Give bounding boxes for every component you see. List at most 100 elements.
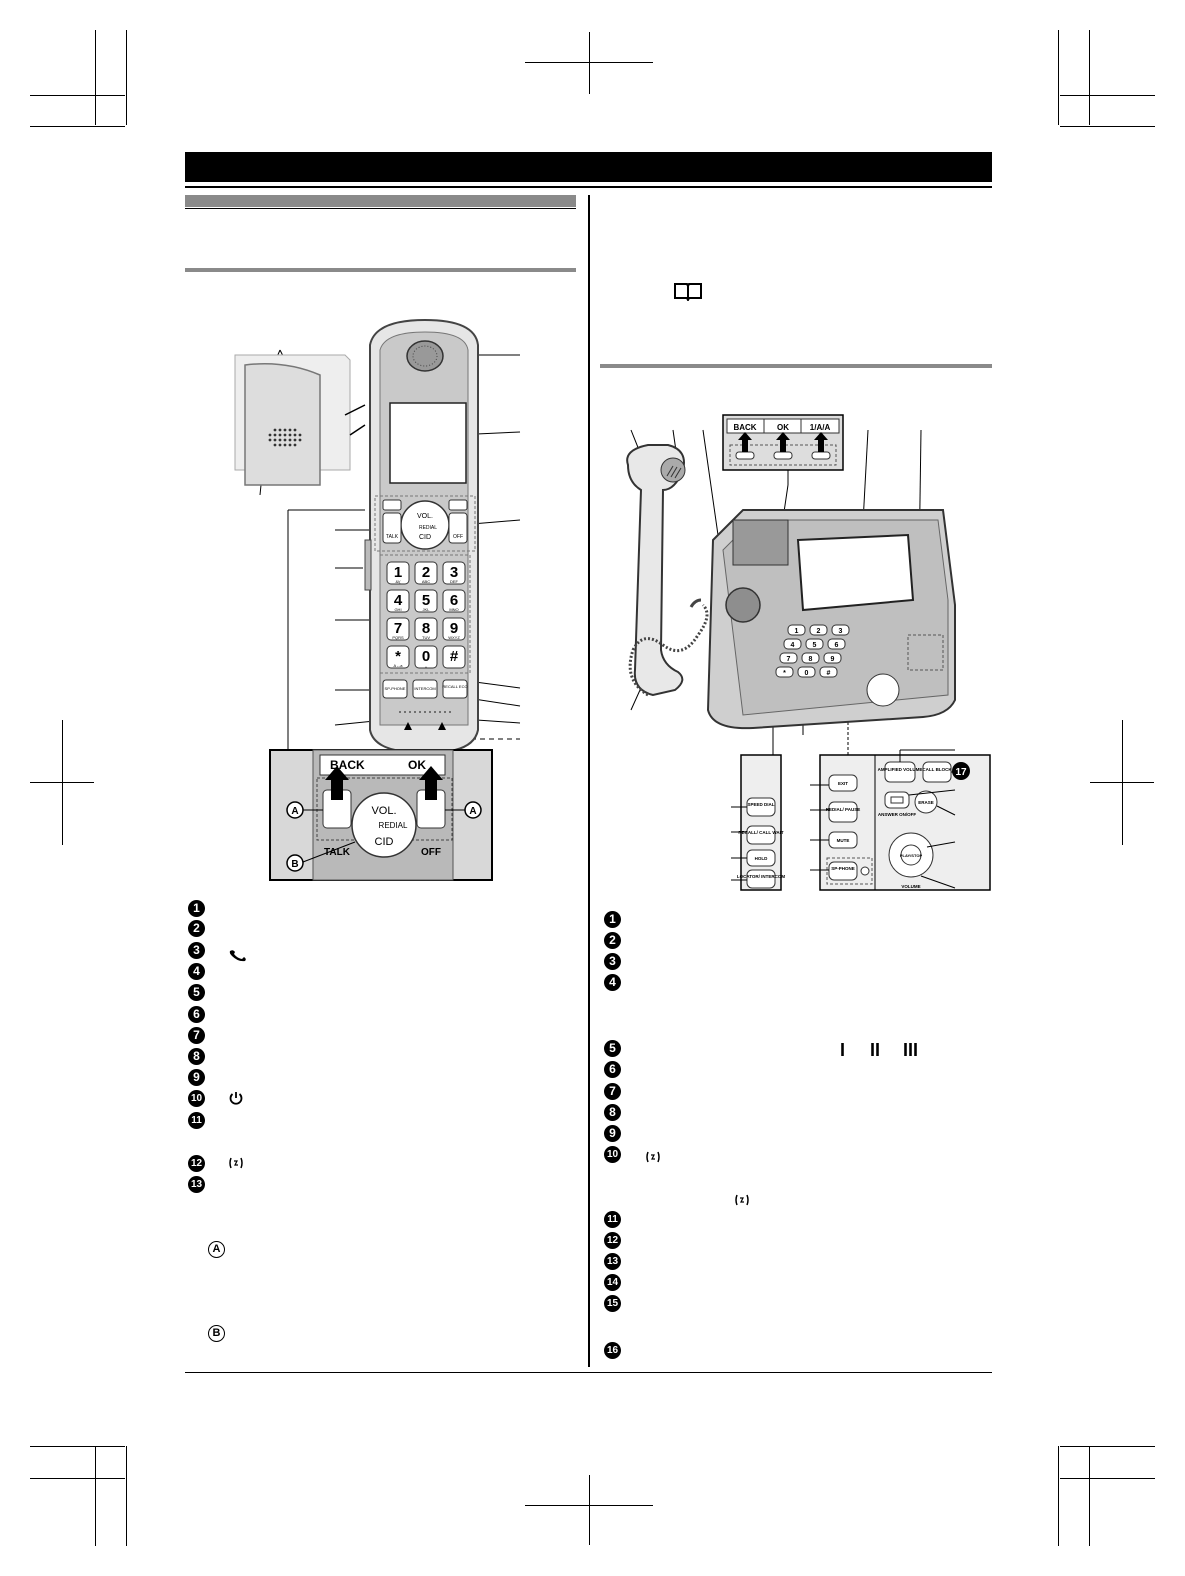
base-key-label: # [827,670,831,677]
base-volume-label: VOLUME [901,884,920,889]
left-list-number: 3 [188,942,205,959]
base-play-stop-label: PLAY/STOP [900,853,923,858]
intercom-icon-left [228,1156,244,1170]
subsection-bar-handset [185,268,576,272]
handset-key-letters: A↔a [394,663,404,668]
left-list-number: 1 [188,900,205,917]
volume-bar-2: II [870,1040,880,1061]
base-key-label: 7 [787,656,791,663]
power-icon [228,1090,244,1106]
crop-mark [126,1446,127,1546]
left-list-number: 9 [188,1069,205,1086]
handset-key-letters: ␣ [425,663,428,668]
inset-cid-label: CID [375,836,394,848]
footer-rule [185,1372,992,1373]
base-amp-volume-label: AMPLIFIED VOLUME [878,767,923,772]
crop-mark [1058,30,1059,125]
handset-intercom-label: INTERCOM [414,686,435,691]
crop-mark [95,1446,96,1546]
base-speed-dial-label: SPEED DIAL [747,802,774,807]
base-callout-17: 17 [955,767,967,778]
subsection-bar-base [600,364,992,368]
talk-handset-icon [228,948,250,962]
inset-callout-b: B [291,859,298,870]
crop-mark [589,32,590,94]
base-key-label: 1 [795,628,799,635]
crop-mark [1090,782,1154,783]
handset-redial-label: REDIAL [419,525,437,531]
crop-mark [30,126,125,127]
crop-mark [589,1475,590,1545]
section-rule [185,208,576,209]
base-key-label: 6 [835,642,839,649]
handset-key-label: # [450,648,459,665]
header-rule [185,186,992,188]
base-softkey-aa: 1/A/A [810,423,831,432]
left-list-number: 10 [188,1090,205,1107]
handset-cid-label: CID [419,534,431,541]
handset-key-letters: JKL [423,607,431,612]
list-letter-b: B [208,1325,225,1342]
inset-off-label: OFF [421,847,441,858]
crop-mark [1060,1478,1155,1479]
right-list-number: 16 [604,1342,621,1359]
right-list-number: 8 [604,1104,621,1121]
base-key-label: 0 [805,670,809,677]
inset-redial-label: REDIAL [379,821,408,830]
handset-key-letters: TUV [422,635,430,640]
right-list-number: 14 [604,1274,621,1291]
base-key-label: 5 [813,642,817,649]
left-list-number: 12 [188,1155,205,1172]
crop-mark [525,62,653,63]
base-key-label: 9 [831,656,835,663]
section-heading-bar [185,195,576,207]
base-erase-label: ERASE [918,800,934,805]
left-list-number: 6 [188,1006,205,1023]
crop-mark [30,1478,125,1479]
base-key-label: 3 [839,628,843,635]
base-locator-label: LOCATOR/ INTERCOM [737,874,786,879]
crop-mark [30,1446,125,1447]
left-list-number: 11 [188,1112,205,1129]
base-call-block-label: CALL BLOCK [922,767,952,772]
intercom-icon-right [645,1150,661,1164]
inset-vol-label: VOL. [371,805,396,817]
handset-talk-label: TALK [386,534,399,540]
base-key-label: 8 [809,656,813,663]
right-list-number: 7 [604,1083,621,1100]
right-list-number: 6 [604,1061,621,1078]
handset-key-letters: MNO [449,607,458,612]
left-list-number: 5 [188,984,205,1001]
crop-mark [1060,126,1155,127]
base-answer-label: ANSWER ON/OFF [878,812,916,817]
column-separator [588,195,590,1367]
right-list-number: 3 [604,953,621,970]
left-list-number: 13 [188,1176,205,1193]
base-softkey-ok: OK [777,423,789,432]
base-key-label: * [783,670,786,677]
left-list-number: 4 [188,963,205,980]
handset-vol-label: VOL. [417,513,433,520]
handset-off-label: OFF [453,534,463,540]
right-list-number: 13 [604,1253,621,1270]
handset-key-letters: DEF [450,579,459,584]
handset-key-letters: PQRS [392,635,404,640]
crop-mark [95,30,96,125]
right-list-number: 1 [604,911,621,928]
list-letter-a: A [208,1241,225,1258]
left-list-number: 2 [188,920,205,937]
handset-key-letters: &!( [395,579,401,584]
inset-ok-label: OK [408,758,426,772]
crop-mark [30,782,94,783]
crop-mark [525,1505,653,1506]
phonebook-icon [672,281,704,301]
inset-callout-a-left: A [291,806,298,817]
base-key-label: 4 [791,642,795,649]
left-list-number: 8 [188,1048,205,1065]
intercom-icon-right-2 [734,1193,750,1207]
volume-bar-1: I [840,1040,845,1061]
crop-mark [126,30,127,125]
handset-recall-label: RECALL ECO [442,684,467,689]
crop-mark [30,95,125,96]
